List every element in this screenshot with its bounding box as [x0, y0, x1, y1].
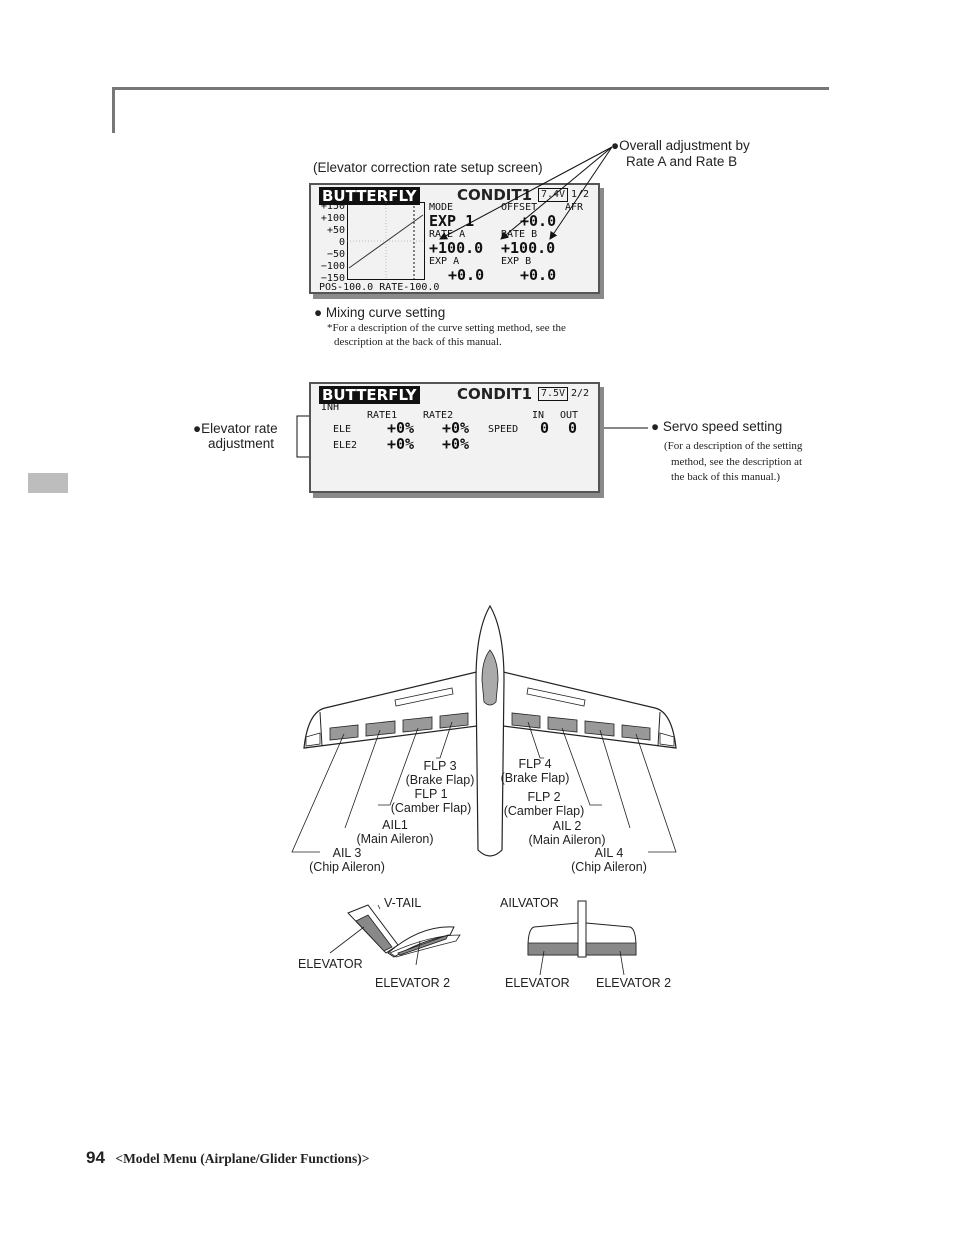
ailvator-label: AILVATOR [500, 896, 559, 910]
speed-label: SPEED [488, 424, 519, 435]
rate2-label: RATE2 [423, 410, 454, 421]
mixing-note-1: *For a description of the curve setting … [327, 322, 566, 334]
lcd-screen-1: BUTTERFLY CONDIT1 7.4V 1/2 +150 +100 +50… [309, 183, 600, 294]
y-tick: −100 [320, 261, 345, 272]
y-tick: 0 [338, 237, 345, 248]
elevator-rate-caption-2: adjustment [208, 436, 275, 451]
vtail-elevator-label: ELEVATOR [298, 957, 363, 971]
servo-note-3: the back of this manual.) [671, 471, 781, 483]
ail2-name: AIL 2 [552, 819, 582, 833]
rate-a-value[interactable]: +100.0 [429, 239, 484, 257]
servo-note-1: (For a description of the setting [664, 440, 803, 452]
ail1-name: AIL1 [382, 818, 408, 832]
ail3-name: AIL 3 [332, 846, 362, 860]
in-label: IN [532, 410, 545, 421]
y-tick: +100 [320, 213, 345, 224]
ailvator-diagram [527, 900, 637, 975]
screen2-title: BUTTERFLY [319, 386, 420, 404]
overall-adjustment-caption-2: Rate A and Rate B [626, 154, 738, 169]
vtail-label: V-TAIL [384, 896, 422, 910]
ail4-name: AIL 4 [594, 846, 624, 860]
y-tick: +150 [320, 201, 345, 212]
footer-section-title: <Model Menu (Airplane/Glider Functions)> [115, 1151, 370, 1166]
screen1-caption: (Elevator correction rate setup screen) [313, 160, 543, 175]
mixing-curve-caption: ● Mixing curve setting [314, 305, 446, 320]
inh-status[interactable]: INH [321, 402, 340, 413]
screen1-page: 1/2 [571, 189, 590, 200]
y-tick: −50 [326, 249, 345, 260]
ail1-desc: (Main Aileron) [356, 832, 434, 846]
flp1-label: FLP 1 (Camber Flap) [388, 787, 474, 815]
ail4-label: AIL 4 (Chip Aileron) [566, 846, 652, 874]
flp3-label: FLP 3 (Brake Flap) [403, 759, 477, 787]
flp1-desc: (Camber Flap) [390, 801, 472, 815]
flp4-desc: (Brake Flap) [500, 771, 570, 785]
servo-note-2: method, see the description at [671, 456, 803, 468]
servo-speed-caption: ● Servo speed setting [651, 419, 783, 434]
screen1-title: BUTTERFLY [319, 187, 420, 205]
ele-label: ELE [333, 424, 352, 435]
screen2-battery: 7.5V [538, 387, 569, 401]
ele2-rate2[interactable]: +0% [442, 435, 470, 453]
y-tick: −150 [320, 273, 345, 284]
page-footer: 94 <Model Menu (Airplane/Glider Function… [86, 1148, 369, 1168]
flp3-name: FLP 3 [423, 759, 457, 773]
vtail-elevator2-label: ELEVATOR 2 [375, 976, 451, 990]
elevator-rate-caption: ●Elevator rate [193, 421, 278, 436]
exp-b-label: EXP B [501, 256, 532, 267]
ail3-label: AIL 3 (Chip Aileron) [304, 846, 390, 874]
flp1-name: FLP 1 [414, 787, 448, 801]
glider-diagram [291, 604, 677, 857]
rate-b-value[interactable]: +100.0 [501, 239, 556, 257]
section-tab [28, 473, 68, 493]
exp-b-value[interactable]: +0.0 [520, 266, 557, 284]
ail1-label: AIL1 (Main Aileron) [352, 818, 438, 846]
speed-out[interactable]: 0 [568, 419, 578, 437]
out-label: OUT [560, 410, 579, 421]
flp2-label: FLP 2 (Camber Flap) [500, 790, 588, 818]
header-bar [112, 87, 829, 133]
ele2-label: ELE2 [333, 440, 358, 451]
ele-rate1[interactable]: +0% [387, 419, 415, 437]
ele2-rate1[interactable]: +0% [387, 435, 415, 453]
ele-rate2[interactable]: +0% [442, 419, 470, 437]
ailvator-elevator2-label: ELEVATOR 2 [596, 976, 672, 990]
flp3-desc: (Brake Flap) [405, 773, 475, 787]
screen1-battery: 7.4V [538, 188, 569, 202]
ailvator-elevator-label: ELEVATOR [505, 976, 570, 990]
screen1-footer: POS-100.0 RATE-100.0 [319, 282, 440, 293]
ail4-desc: (Chip Aileron) [571, 860, 647, 874]
exp-a-value[interactable]: +0.0 [448, 266, 485, 284]
mixing-curve-graph[interactable] [347, 202, 425, 280]
screen2-condition: CONDIT1 [457, 385, 533, 403]
y-axis-ticks: +150 +100 +50 0 −50 −100 −150 [317, 201, 345, 285]
flp4-name: FLP 4 [518, 757, 552, 771]
ail2-label: AIL 2 (Main Aileron) [522, 819, 612, 847]
offset-value[interactable]: +0.0 [520, 212, 557, 230]
screen2-page: 2/2 [571, 388, 590, 399]
rate1-label: RATE1 [367, 410, 398, 421]
mode-value[interactable]: EXP 1 [429, 212, 475, 230]
flp2-name: FLP 2 [527, 790, 561, 804]
flp2-desc: (Camber Flap) [503, 804, 585, 818]
exp-a-label: EXP A [429, 256, 460, 267]
afr-label: AFR [565, 202, 584, 213]
flp4-label: FLP 4 (Brake Flap) [498, 757, 572, 785]
speed-in[interactable]: 0 [540, 419, 550, 437]
overall-adjustment-caption: ●Overall adjustment by [611, 138, 750, 153]
v-tail-diagram [329, 904, 461, 965]
lcd-screen-2: BUTTERFLY CONDIT1 7.5V 2/2 INH RATE1 RAT… [309, 382, 600, 493]
ail2-desc: (Main Aileron) [528, 833, 606, 847]
page-number: 94 [86, 1148, 105, 1167]
mixing-note-2: description at the back of this manual. [334, 336, 502, 348]
ail3-desc: (Chip Aileron) [309, 860, 385, 874]
y-tick: +50 [326, 225, 345, 236]
